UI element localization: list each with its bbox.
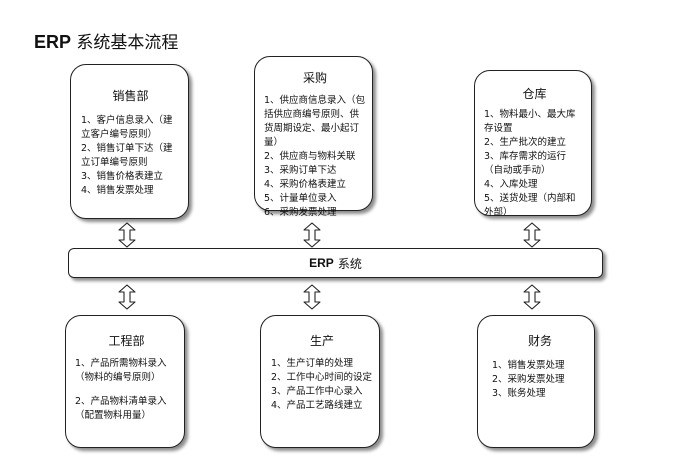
sales-title: 销售部	[112, 89, 149, 103]
double-arrow-icon	[303, 222, 321, 248]
purchasing-item: 1、供应商信息录入（包括供应商编号原则、供货周期设定、最小起订量）	[264, 95, 366, 148]
sales-item: 3、销售价格表建立	[81, 171, 164, 182]
purchasing-title: 采购	[302, 71, 327, 85]
warehouse-item: 4、入库处理	[484, 179, 538, 190]
sales-box: 销售部 1、客户信息录入（建立客户编号原则） 2、销售订单下达（建立订单编号原则…	[70, 64, 189, 219]
sales-item: 2、销售订单下达（建立订单编号原则	[81, 143, 173, 168]
finance-item: 1、销售发票处理	[492, 360, 565, 371]
purchasing-item: 3、采购订单下达	[264, 165, 337, 176]
purchasing-item: 2、供应商与物料关联	[264, 151, 356, 162]
warehouse-item: 3、库存需求的运行（自动或手动）	[484, 151, 567, 176]
warehouse-box: 仓库 1、物料最小、最大库存设置 2、生产批次的建立 3、库存需求的运行（自动或…	[474, 70, 592, 218]
warehouse-title: 仓库	[522, 87, 547, 101]
double-arrow-icon	[523, 222, 541, 248]
title-erp: ERP	[34, 32, 72, 52]
double-arrow-icon	[523, 284, 541, 310]
warehouse-item: 1、物料最小、最大库存设置	[484, 109, 576, 134]
page-title: ERP 系统基本流程	[34, 28, 178, 53]
production-item: 2、工作中心时间的设定	[271, 372, 373, 383]
finance-item: 2、采购发票处理	[492, 374, 565, 385]
purchasing-box: 采购 1、供应商信息录入（包括供应商编号原则、供货周期设定、最小起订量） 2、供…	[254, 56, 373, 218]
erp-bar-bold: ERP	[309, 256, 334, 270]
engineering-item: 2、产品物料清单录入（配置物料用量）	[75, 396, 167, 421]
finance-title: 财务	[527, 334, 552, 348]
engineering-item: 1、产品所需物料录入（物料的编号原则）	[75, 358, 167, 383]
purchasing-items: 1、供应商信息录入（包括供应商编号原则、供货周期设定、最小起订量） 2、供应商与…	[264, 94, 366, 220]
purchasing-item: 4、采购价格表建立	[264, 179, 347, 190]
double-arrow-icon	[303, 284, 321, 310]
production-items: 1、生产订单的处理 2、工作中心时间的设定 3、产品工作中心录入 4、产品工艺路…	[271, 357, 373, 413]
sales-item: 4、销售发票处理	[81, 185, 154, 196]
engineering-items: 1、产品所需物料录入（物料的编号原则） 2、产品物料清单录入（配置物料用量）	[75, 357, 178, 423]
production-item: 4、产品工艺路线建立	[271, 400, 363, 411]
engineering-title: 工程部	[108, 334, 145, 348]
finance-box: 财务 1、销售发票处理 2、采购发票处理 3、账务处理	[477, 315, 595, 448]
purchasing-item: 5、计量单位录入	[264, 193, 337, 204]
production-title: 生产	[309, 334, 334, 348]
sales-item: 1、客户信息录入（建立客户编号原则）	[81, 115, 173, 140]
warehouse-items: 1、物料最小、最大库存设置 2、生产批次的建立 3、库存需求的运行（自动或手动）…	[484, 108, 585, 220]
double-arrow-icon	[118, 222, 136, 248]
warehouse-item: 5、送货处理（内部和外部）	[484, 193, 576, 218]
purchasing-item: 6、采购发票处理	[264, 207, 337, 218]
warehouse-item: 2、生产批次的建立	[484, 137, 567, 148]
production-item: 3、产品工作中心录入	[271, 386, 363, 397]
production-box: 生产 1、生产订单的处理 2、工作中心时间的设定 3、产品工作中心录入 4、产品…	[260, 315, 380, 448]
erp-bar-text: 系统	[337, 256, 362, 271]
sales-items: 1、客户信息录入（建立客户编号原则） 2、销售订单下达（建立订单编号原则 3、销…	[81, 114, 180, 198]
finance-items: 1、销售发票处理 2、采购发票处理 3、账务处理	[492, 359, 588, 401]
finance-item: 3、账务处理	[492, 388, 546, 399]
double-arrow-icon	[118, 284, 136, 310]
production-item: 1、生产订单的处理	[271, 358, 354, 369]
engineering-box: 工程部 1、产品所需物料录入（物料的编号原则） 2、产品物料清单录入（配置物料用…	[65, 315, 185, 448]
title-text: 系统基本流程	[76, 33, 179, 53]
